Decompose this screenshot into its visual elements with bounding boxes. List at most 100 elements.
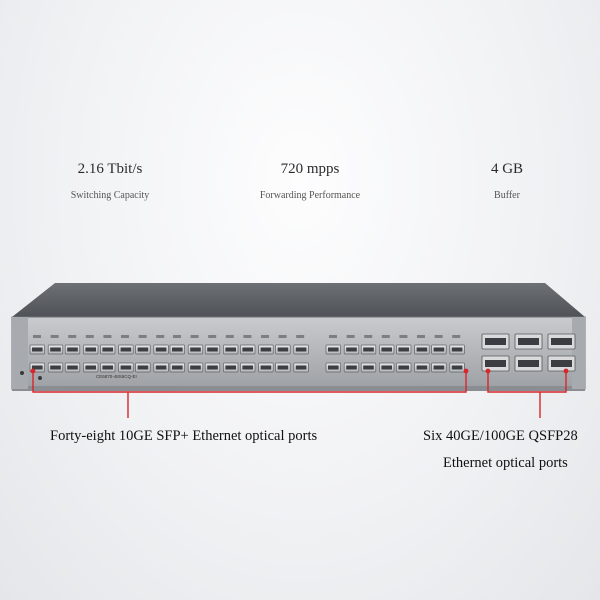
port-led	[261, 335, 269, 338]
port-led	[243, 335, 252, 338]
sfp-port-cage	[32, 347, 43, 352]
sfp-port-cage	[398, 365, 409, 370]
sfp-port-cage	[295, 347, 307, 352]
qsfp-port-cage	[518, 338, 539, 345]
model-label: CE6870-48S6CQ-EI	[96, 374, 137, 379]
qsfp-port-cage	[485, 338, 506, 345]
sfp-port-cage	[102, 347, 113, 352]
port-led	[68, 335, 77, 338]
qsfp-callout-dot-left	[485, 368, 491, 374]
sfp-callout-dot-left	[30, 368, 36, 374]
stat-label: Forwarding Performance	[259, 190, 361, 201]
stat-switching-capacity: 2.16 Tbit/s Switching Capacity	[40, 161, 180, 201]
sfp-port-cage	[137, 365, 149, 370]
port-led	[138, 335, 147, 338]
sfp-port-cage	[416, 347, 428, 352]
sfp-callout	[32, 371, 467, 418]
left-ear	[12, 317, 28, 389]
sfp-port-cage	[346, 347, 357, 352]
port-led	[434, 335, 443, 338]
port-led	[208, 335, 217, 338]
sfp-port-cage	[67, 347, 78, 352]
sfp-port-cage	[451, 347, 463, 352]
port-led	[121, 335, 129, 338]
sfp-port-cage	[85, 347, 96, 352]
sfp-port-cage	[242, 347, 253, 352]
sfp-port-cage	[277, 347, 289, 352]
sfp-port-cage	[32, 365, 43, 370]
stat-label: Switching Capacity	[70, 190, 150, 201]
qsfp-port-cage	[518, 360, 539, 367]
stat-value: 720 mpps	[280, 161, 340, 177]
sfp-port-cage	[207, 347, 218, 352]
sfp-port-cage	[50, 347, 61, 352]
sfp-port-cage	[328, 365, 339, 370]
sfp-port-cage	[155, 365, 167, 370]
sfp-port-cage	[363, 347, 374, 352]
sfp-port-cage	[137, 347, 149, 352]
qsfp-port-cage	[551, 338, 572, 345]
port-led	[33, 335, 41, 338]
sfp-port-cage	[225, 365, 236, 370]
sfp-port-cage	[398, 347, 409, 352]
sfp-port-cage	[190, 365, 201, 370]
qsfp-ports-caption-line-1: Six 40GE/100GE QSFP28	[423, 428, 578, 444]
chassis-top	[12, 283, 585, 317]
status-led	[38, 376, 42, 380]
qsfp-port-cage	[485, 360, 506, 367]
stat-buffer: 4 GB Buffer	[437, 161, 577, 201]
sfp-port-cage	[328, 347, 339, 352]
port-led	[346, 335, 355, 338]
sfp-port-cage	[190, 347, 201, 352]
port-led	[452, 335, 461, 338]
stat-value: 4 GB	[490, 161, 524, 177]
right-ear	[572, 317, 585, 389]
sfp-port-block	[29, 335, 465, 373]
sfp-port-cage	[363, 365, 374, 370]
qsfp-port-cage	[551, 360, 572, 367]
qsfp-callout-dot-right	[563, 368, 569, 374]
port-led	[399, 335, 408, 338]
qsfp-ports-caption-line-2: Ethernet optical ports	[443, 455, 568, 471]
sfp-port-cage	[102, 365, 113, 370]
port-led	[156, 335, 165, 338]
sfp-port-cage	[433, 347, 445, 352]
qsfp-port-block	[481, 333, 576, 372]
sfp-port-cage	[172, 347, 183, 352]
port-led	[225, 335, 234, 338]
sfp-port-cage	[346, 365, 357, 370]
port-led	[278, 335, 287, 338]
sfp-port-cage	[85, 365, 96, 370]
port-led	[296, 335, 305, 338]
port-led	[381, 335, 390, 338]
sfp-port-cage	[260, 365, 272, 370]
stat-value: 2.16 Tbit/s	[77, 161, 143, 177]
port-led	[103, 335, 112, 338]
port-led	[190, 335, 199, 338]
sfp-port-cage	[381, 347, 392, 352]
sfp-port-cage	[433, 365, 445, 370]
sfp-callout-dot-right	[463, 368, 469, 374]
sfp-port-cage	[50, 365, 61, 370]
stat-forwarding-performance: 720 mpps Forwarding Performance	[240, 161, 380, 201]
port-led	[173, 335, 181, 338]
sfp-ports-caption: Forty-eight 10GE SFP+ Ethernet optical p…	[50, 428, 318, 444]
sfp-port-cage	[260, 347, 272, 352]
port-led	[85, 335, 94, 338]
sfp-port-cage	[120, 347, 132, 352]
sfp-port-cage	[277, 365, 289, 370]
status-led	[20, 371, 24, 375]
sfp-port-cage	[207, 365, 218, 370]
port-led	[329, 335, 337, 338]
sfp-port-cage	[67, 365, 78, 370]
sfp-port-cage	[451, 365, 463, 370]
qsfp-callout	[487, 371, 567, 418]
sfp-port-cage	[120, 365, 132, 370]
port-led	[417, 335, 425, 338]
sfp-port-cage	[416, 365, 428, 370]
sfp-port-cage	[155, 347, 167, 352]
sfp-port-cage	[172, 365, 183, 370]
chassis-bottom-edge	[12, 386, 585, 391]
sfp-port-cage	[295, 365, 307, 370]
